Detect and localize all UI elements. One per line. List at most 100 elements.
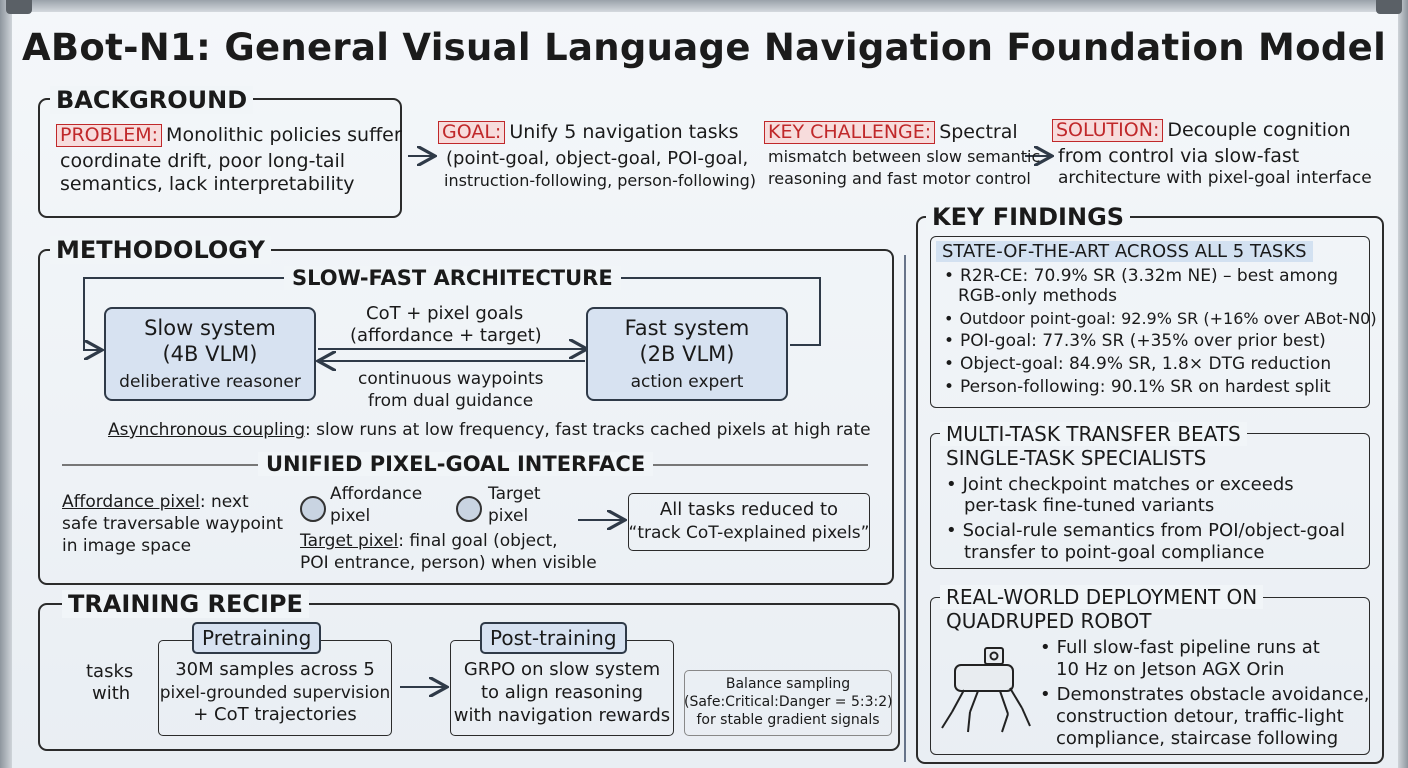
problem-line-2: coordinate drift, poor long-tail [60, 150, 346, 172]
deployment-heading-2: QUADRUPED ROBOT [946, 609, 1152, 633]
findings-box [916, 216, 1384, 764]
fast-system-node: Fast system (2B VLM) action expert [586, 307, 788, 401]
fast-system-model: (2B VLM) [639, 342, 735, 366]
multitask-heading-2: SINGLE-TASK SPECIALISTS [946, 446, 1207, 470]
affordance-pixel-icon [300, 496, 326, 522]
problem-line-3: semantics, lack interpretability [60, 173, 355, 195]
result-box [628, 493, 870, 551]
balance-line-2: (Safe:Critical:Danger = 5:3:2) [684, 694, 893, 710]
solution-tag: SOLUTION: [1052, 119, 1164, 142]
sota-item-person: Person-following: 90.1% SR on hardest sp… [944, 376, 1331, 398]
multitask-item-1: Joint checkpoint matches or exceeds [946, 474, 1294, 496]
pretraining-line-3: + CoT trajectories [193, 704, 357, 725]
pretraining-tag: Pretraining [192, 622, 322, 654]
post-training-tag: Post-training [480, 622, 627, 654]
target-term: Target pixel [300, 531, 399, 551]
goal-line-3: instruction-following, person-following) [444, 171, 757, 190]
section-title-methodology: METHODOLOGY [50, 236, 271, 264]
post-training-line-1: GRPO on slow system [463, 659, 661, 680]
slow-system-role: deliberative reasoner [119, 372, 301, 392]
slow-fast-heading: SLOW-FAST ARCHITECTURE [284, 266, 621, 290]
solution-line-3: architecture with pixel-goal interface [1058, 168, 1372, 188]
sota-item-r2r: R2R-CE: 70.9% SR (3.32m NE) – best among [944, 265, 1338, 287]
loop-arrow-left [83, 277, 285, 350]
board-frame-top [0, 0, 1408, 12]
section-title-findings: KEY FINDINGS [926, 203, 1131, 231]
section-title-training: TRAINING RECIPE [62, 590, 309, 618]
top-arrow-label-2: (affordance + target) [350, 325, 542, 346]
result-line-2: “track CoT-explained pixels” [628, 523, 870, 543]
board-frame-right [1398, 0, 1408, 768]
deployment-heading-1: REAL-WORLD DEPLOYMENT ON [940, 585, 1264, 609]
top-arrow-label-1: CoT + pixel goals [366, 303, 524, 324]
loop-arrow-right [618, 277, 821, 346]
target-def-line-1: Target pixel: final goal (object, [300, 531, 558, 551]
multitask-item-1-cont: per-task fine-tuned variants [964, 495, 1215, 516]
multitask-item-2-cont: transfer to point-goal compliance [964, 542, 1265, 563]
problem-tag: PROBLEM: [56, 124, 163, 147]
deployment-item-1: Full slow-fast pipeline runs at [1040, 637, 1320, 659]
sota-item-outdoor: Outdoor point-goal: 92.9% SR (+16% over … [944, 308, 1376, 330]
balance-line-1: Balance sampling [725, 676, 851, 692]
balance-box [684, 670, 892, 736]
balance-line-3: for stable gradient signals [696, 712, 880, 728]
frame-corner-left [6, 0, 32, 14]
page-title: ABot-N1: General Visual Language Navigat… [21, 26, 1387, 69]
training-side-1: tasks [86, 661, 134, 682]
solution-line-1: SOLUTION:Decouple cognition [1052, 118, 1351, 142]
multitask-item-2: Social-rule semantics from POI/object-go… [946, 520, 1345, 542]
pretraining-line-1: 30M samples across 5 [175, 659, 375, 680]
goal-line-1: GOAL:Unify 5 navigation tasks [438, 120, 739, 144]
slow-system-name: Slow system [144, 316, 276, 340]
sota-item-poi: POI-goal: 77.3% SR (+35% over prior best… [944, 330, 1326, 352]
methodology-box [38, 249, 894, 585]
training-box [38, 603, 900, 751]
solution-line-2: from control via slow-fast [1058, 145, 1300, 167]
challenge-tag: KEY CHALLENGE: [764, 121, 936, 144]
pixel-goal-heading: UNIFIED PIXEL-GOAL INTERFACE [258, 452, 654, 476]
sota-heading: STATE-OF-THE-ART ACROSS ALL 5 TASKS [936, 240, 1313, 264]
slow-system-model: (4B VLM) [162, 342, 258, 366]
deployment-item-2-cont-1: construction detour, traffic-light [1056, 706, 1344, 727]
pretraining-line-2: pixel-grounded supervision [159, 683, 391, 703]
fast-system-role: action expert [630, 372, 744, 392]
challenge-line-2: mismatch between slow semantic [768, 147, 1041, 166]
deployment-item-2: Demonstrates obstacle avoidance, [1040, 684, 1370, 706]
target-pixel-icon [456, 496, 482, 522]
post-training-line-2: to align reasoning [480, 682, 644, 703]
fast-system-name: Fast system [624, 316, 750, 340]
deployment-item-2-cont-2: compliance, staircase following [1056, 728, 1339, 749]
affordance-legend-2: pixel [330, 506, 371, 526]
challenge-line-1: KEY CHALLENGE:Spectral [764, 120, 1018, 144]
affordance-def-line-3: in image space [62, 536, 192, 556]
goal-line-2: (point-goal, object-goal, POI-goal, [446, 148, 749, 169]
board-frame-left [0, 0, 12, 768]
target-legend-2: pixel [488, 506, 529, 526]
async-coupling-term: Asynchronous coupling [108, 420, 305, 440]
affordance-def-line-2: safe traversable waypoint [62, 514, 284, 534]
deployment-item-1-cont: 10 Hz on Jetson AGX Orin [1056, 659, 1285, 680]
bottom-arrow-label-1: continuous waypoints [358, 369, 544, 389]
sota-item-object: Object-goal: 84.9% SR, 1.8× DTG reductio… [944, 353, 1331, 375]
affordance-legend-1: Affordance [330, 484, 423, 504]
affordance-def-line-1: Affordance pixel: next [62, 492, 249, 512]
multitask-heading-1: MULTI-TASK TRANSFER BEATS [940, 422, 1247, 446]
section-title-background: BACKGROUND [50, 86, 254, 114]
target-legend-1: Target [488, 484, 541, 504]
challenge-line-3: reasoning and fast motor control [768, 169, 1031, 188]
bottom-arrow-label-2: from dual guidance [368, 391, 534, 411]
training-side-2: with [92, 683, 131, 704]
sota-item-r2r-cont: RGB-only methods [958, 286, 1117, 306]
target-def-line-2: POI entrance, person) when visible [300, 553, 597, 573]
post-training-line-3: with navigation rewards [453, 705, 671, 726]
quadruped-robot-icon [941, 647, 1031, 733]
goal-tag: GOAL: [438, 121, 506, 144]
problem-line-1: PROBLEM:Monolithic policies suffer [56, 123, 402, 147]
async-coupling-note: Asynchronous coupling: slow runs at low … [108, 420, 871, 440]
slow-system-node: Slow system (4B VLM) deliberative reason… [104, 307, 316, 401]
frame-corner-right [1376, 0, 1402, 14]
affordance-term: Affordance pixel [62, 492, 200, 512]
result-line-1: All tasks reduced to [659, 499, 839, 520]
